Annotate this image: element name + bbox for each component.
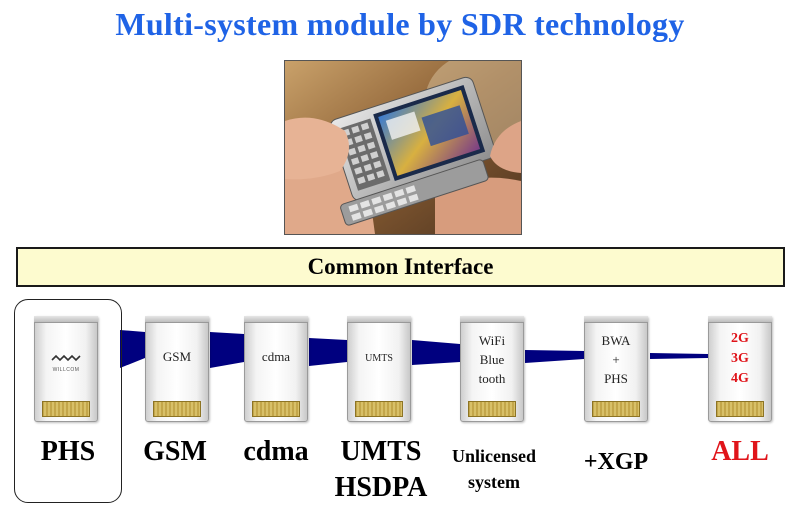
connector-band xyxy=(120,330,145,368)
label-line: HSDPA xyxy=(334,472,428,503)
card-text-line: 3G xyxy=(731,351,749,366)
gold-contacts xyxy=(153,401,201,417)
module-label-unlicensed: Unlicensed system xyxy=(432,443,556,495)
gold-contacts xyxy=(42,401,90,417)
card-text-line: Blue xyxy=(479,352,505,367)
card-text-line: + xyxy=(612,352,620,367)
module-label-all: ALL xyxy=(711,436,769,467)
module-label-gsm: GSM xyxy=(143,436,207,467)
module-card-umts: UMTS xyxy=(347,316,411,422)
card-text-line: BWA xyxy=(601,333,631,348)
module-card-all: 2G 3G 4G xyxy=(708,316,772,422)
module-label-cdma: cdma xyxy=(243,436,309,467)
common-interface-bar: Common Interface xyxy=(16,247,785,287)
label-line: Unlicensed xyxy=(451,446,536,466)
phone-photo xyxy=(284,60,522,235)
connector-band xyxy=(210,332,244,368)
module-label-xgp: +XGP xyxy=(583,449,649,475)
connector-band xyxy=(525,350,584,363)
module-label-umts: UMTS HSDPA xyxy=(316,434,446,506)
willcom-logo: WILLCOM xyxy=(35,349,97,373)
gold-contacts xyxy=(355,401,403,417)
label-line: UMTS xyxy=(340,436,422,467)
card-text: GSM xyxy=(162,349,192,364)
module-label-phs: PHS xyxy=(40,436,96,467)
gold-contacts xyxy=(468,401,516,417)
card-text-line: tooth xyxy=(478,371,506,386)
card-text-line: 4G xyxy=(731,371,749,386)
module-card-phs: WILLCOM xyxy=(34,316,98,422)
card-text-block: 2G 3G 4G xyxy=(709,329,771,389)
card-text-block: BWA + PHS xyxy=(585,331,647,388)
module-card-cdma: cdma xyxy=(244,316,308,422)
gold-contacts xyxy=(716,401,764,417)
gold-contacts xyxy=(592,401,640,417)
card-text-block: WiFi Blue tooth xyxy=(461,331,523,388)
connector-band xyxy=(650,353,708,359)
diagram-title: Multi-system module by SDR technology xyxy=(115,6,685,42)
module-card-gsm: GSM xyxy=(145,316,209,422)
phs-highlight-frame xyxy=(14,299,122,503)
card-text-line: 2G xyxy=(731,331,749,346)
card-text: UMTS xyxy=(365,353,393,364)
label-line: system xyxy=(468,472,520,492)
connector-band xyxy=(412,340,460,365)
module-card-bwa-phs: BWA + PHS xyxy=(584,316,648,422)
connector-band xyxy=(309,338,347,366)
card-text: cdma xyxy=(261,349,291,364)
card-text-line: WiFi xyxy=(478,333,506,348)
gold-contacts xyxy=(252,401,300,417)
module-card-wifi-bluetooth: WiFi Blue tooth xyxy=(460,316,524,422)
card-text-line: PHS xyxy=(604,371,628,386)
